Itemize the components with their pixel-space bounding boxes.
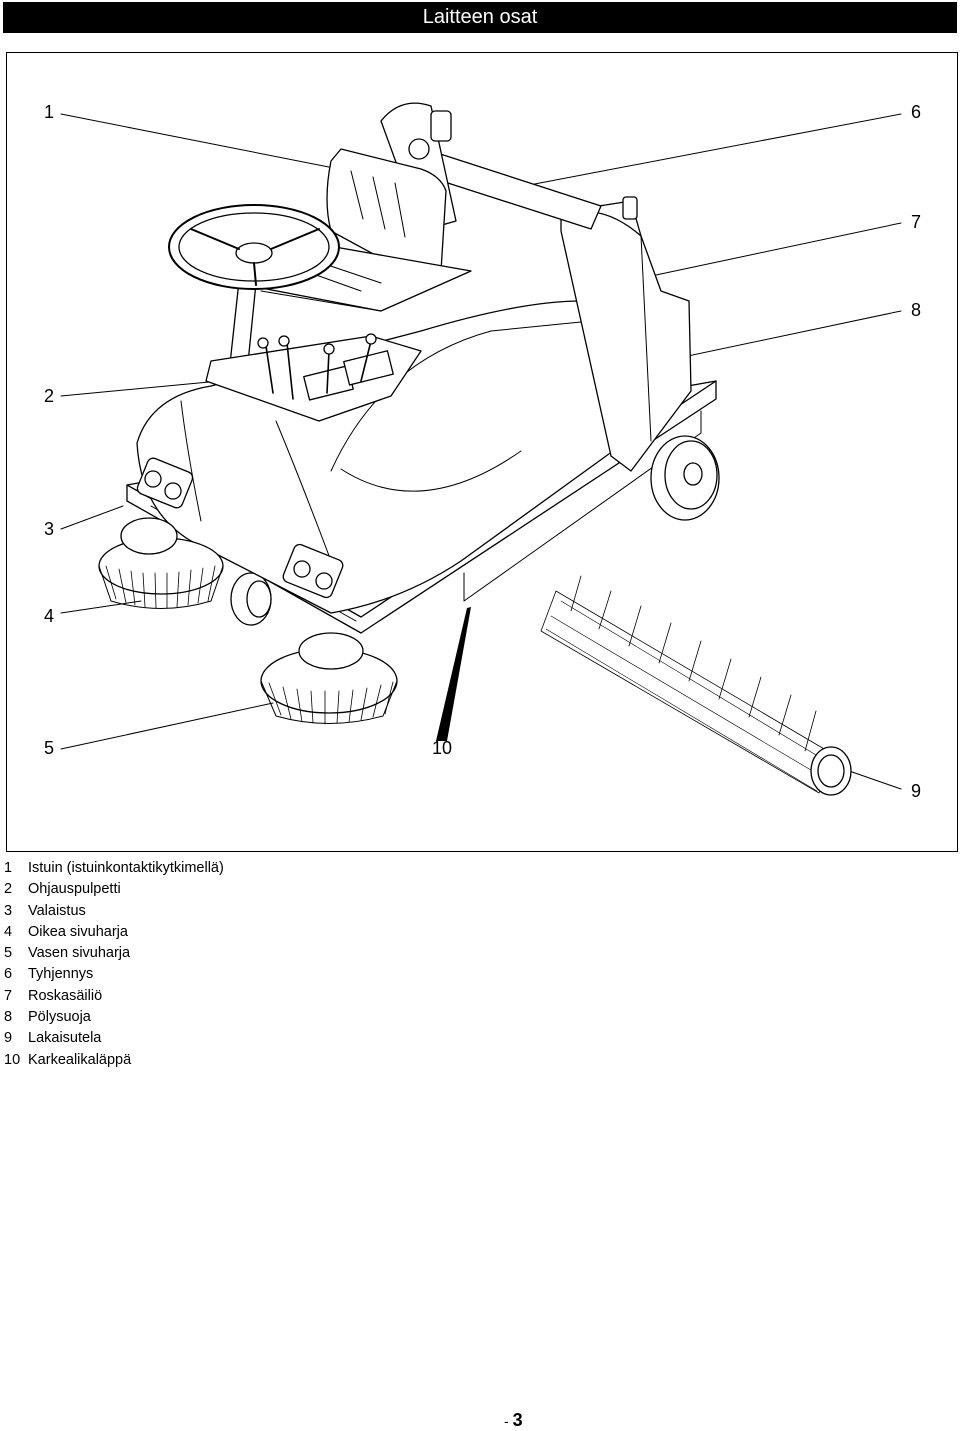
legend-item: 1 Istuin (istuinkontaktikytkimellä) (4, 858, 224, 879)
legend-number: 7 (4, 987, 13, 1004)
legend-number: 8 (4, 1009, 13, 1026)
legend-number: 5 (4, 945, 13, 962)
callout-5: 5 (44, 738, 55, 758)
legend-item: 3 Valaistus (4, 901, 224, 922)
legend-number: 6 (4, 966, 13, 983)
legend-text: Pölysuoja (28, 1009, 91, 1026)
section-header: Laitteen osat (3, 2, 957, 33)
page-number-value: 3 (512, 1410, 523, 1430)
legend-number: 1 (4, 860, 13, 876)
side-brush-left (260, 632, 398, 725)
legend-text: Tyhjennys (28, 966, 94, 983)
callout-1: 1 (44, 102, 55, 122)
legend-number: 3 (4, 902, 13, 919)
leader-lines (60, 113, 902, 790)
callout-10: 10 (432, 738, 453, 758)
legend-text: Vasen sivuharja (28, 945, 131, 962)
section-title: Laitteen osat (422, 6, 538, 28)
control-panel (205, 333, 422, 422)
legend-text: Oikea sivuharja (28, 923, 128, 940)
legend-item: 7 Roskasäiliö (4, 986, 224, 1007)
legend-text: Istuin (istuinkontaktikytkimellä) (28, 860, 224, 876)
legend-item: 10 Karkealikaläppä (4, 1050, 224, 1071)
legend-text: Valaistus (28, 902, 86, 919)
legend-number: 10 (4, 1051, 21, 1068)
pointer-10 (436, 607, 471, 741)
legend-item: 5 Vasen sivuharja (4, 943, 224, 964)
legend-item: 8 Pölysuoja (4, 1007, 224, 1028)
sweeping-roller (540, 575, 852, 796)
legend-item: 9 Lakaisutela (4, 1028, 224, 1049)
legend-text: Lakaisutela (28, 1030, 102, 1047)
page-dash: - (504, 1413, 509, 1429)
legend-text: Karkealikaläppä (28, 1051, 132, 1068)
legend-item: 2 Ohjauspulpetti (4, 879, 224, 900)
steering-wheel (168, 204, 340, 374)
legend-number: 9 (4, 1030, 13, 1047)
parts-legend: 1 Istuin (istuinkontaktikytkimellä) 2 Ohja… (4, 858, 224, 1071)
page-number: -3 (504, 1410, 523, 1431)
legend-number: 4 (4, 923, 13, 940)
machine-illustration: 1 2 3 4 5 6 7 8 9 10 (6, 52, 958, 852)
legend-text: Ohjauspulpetti (28, 881, 121, 898)
side-brush-right (98, 517, 224, 609)
legend-item: 6 Tyhjennys (4, 964, 224, 985)
callout-2: 2 (44, 386, 55, 406)
legend-number: 2 (4, 881, 13, 898)
callout-4: 4 (44, 606, 55, 626)
legend-text: Roskasäiliö (28, 987, 103, 1004)
callout-6: 6 (911, 102, 922, 122)
callout-7: 7 (911, 212, 922, 232)
sweeper-drawing (60, 102, 902, 796)
callout-3: 3 (44, 519, 55, 539)
callout-9: 9 (911, 781, 922, 801)
callout-8: 8 (911, 300, 922, 320)
legend-item: 4 Oikea sivuharja (4, 922, 224, 943)
